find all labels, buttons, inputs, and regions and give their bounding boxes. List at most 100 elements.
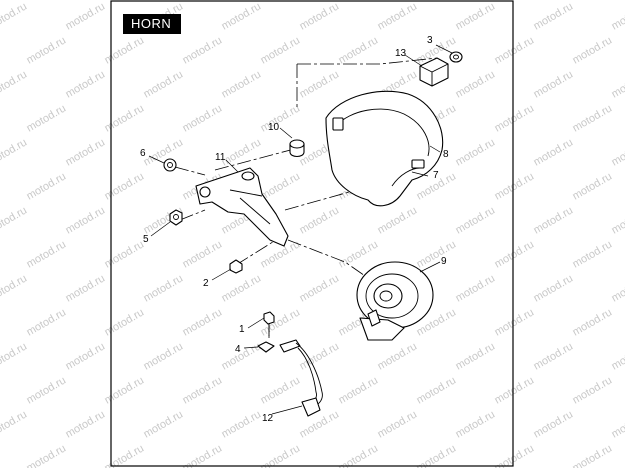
- watermark-text: motod.ru: [0, 68, 29, 100]
- watermark-text: motod.ru: [103, 374, 147, 406]
- watermark-text: motod.ru: [259, 374, 303, 406]
- part-2-screw: [229, 259, 243, 274]
- watermark-text: motod.ru: [337, 442, 381, 468]
- watermark-text: motod.ru: [610, 0, 625, 32]
- watermark-text: motod.ru: [415, 374, 459, 406]
- watermark-text: motod.ru: [298, 340, 342, 372]
- callout-11: 11: [215, 152, 226, 163]
- part-9-horn: [356, 261, 434, 341]
- watermark-text: motod.ru: [181, 238, 225, 270]
- watermark-text: motod.ru: [220, 408, 264, 440]
- part-5-nut: [169, 209, 183, 226]
- watermark-text: motod.ru: [64, 408, 108, 440]
- watermark-text: motod.ru: [103, 306, 147, 338]
- watermark-text: motod.ru: [454, 272, 498, 304]
- watermark-text: motod.ru: [220, 340, 264, 372]
- watermark-text: motod.ru: [298, 408, 342, 440]
- watermark-text: motod.ru: [454, 408, 498, 440]
- watermark-text: motod.ru: [259, 34, 303, 66]
- watermark-text: motod.ru: [142, 68, 186, 100]
- watermark-text: motod.ru: [337, 238, 381, 270]
- watermark-text: motod.ru: [571, 238, 615, 270]
- watermark-text: motod.ru: [259, 102, 303, 134]
- watermark-text: motod.ru: [532, 136, 576, 168]
- watermark-text: motod.ru: [454, 340, 498, 372]
- callout-labels: 3 13 10 6 11 5 2 8 7 9 1 4 12: [140, 35, 449, 424]
- watermark-text: motod.ru: [337, 374, 381, 406]
- callout-13: 13: [395, 48, 407, 59]
- watermark-text: motod.ru: [0, 136, 29, 168]
- callout-12: 12: [262, 413, 274, 424]
- watermark-text: motod.ru: [64, 340, 108, 372]
- watermark-text: motod.ru: [376, 408, 420, 440]
- part-13-bushing: [419, 57, 449, 87]
- watermark-text: motod.ru: [103, 442, 147, 468]
- diagram-border: [110, 0, 514, 467]
- watermark-text: motod.ru: [64, 68, 108, 100]
- watermark-text: motod.ru: [532, 408, 576, 440]
- watermark-text: motod.ru: [532, 0, 576, 32]
- callout-1: 1: [239, 324, 245, 335]
- watermark-text: motod.ru: [0, 204, 29, 236]
- callout-7: 7: [433, 170, 439, 181]
- watermark-text: motod.ru: [610, 272, 625, 304]
- watermark-text: motod.ru: [142, 272, 186, 304]
- watermark-text: motod.ru: [64, 272, 108, 304]
- watermark-text: motod.ru: [220, 68, 264, 100]
- watermark-text: motod.ru: [298, 272, 342, 304]
- callout-10: 10: [268, 122, 280, 133]
- watermark-text: motod.ru: [25, 102, 69, 134]
- watermark-text: motod.ru: [103, 170, 147, 202]
- watermark-text: motod.ru: [220, 272, 264, 304]
- callout-8: 8: [443, 149, 449, 160]
- watermark-text: motod.ru: [298, 204, 342, 236]
- watermark-text: motod.ru: [532, 68, 576, 100]
- watermark-text: motod.ru: [532, 340, 576, 372]
- part-3-nut: [449, 51, 463, 63]
- part-1-screw: [263, 311, 275, 336]
- watermark-text: motod.ru: [181, 102, 225, 134]
- watermark-text: motod.ru: [571, 34, 615, 66]
- watermark-text: motod.ru: [220, 0, 264, 32]
- watermark-text: motod.ru: [25, 306, 69, 338]
- watermark-text: motod.ru: [493, 34, 537, 66]
- watermark-text: motod.ru: [376, 0, 420, 32]
- watermark-text: motod.ru: [220, 136, 264, 168]
- watermark-text: motod.ru: [532, 272, 576, 304]
- watermark-text: motod.ru: [181, 374, 225, 406]
- watermark-text: motod.ru: [142, 136, 186, 168]
- watermark-text: motod.ru: [493, 306, 537, 338]
- watermark-text: motod.ru: [64, 204, 108, 236]
- leader-lines: [148, 44, 453, 415]
- watermark-text: motod.ru: [454, 136, 498, 168]
- watermark-text: motod.ru: [298, 68, 342, 100]
- part-11-bracket: [195, 167, 289, 247]
- watermark-text: motod.ru: [0, 0, 29, 32]
- watermark-text: motod.ru: [103, 238, 147, 270]
- watermark-text: motod.ru: [142, 408, 186, 440]
- watermark-text: motod.ru: [64, 136, 108, 168]
- watermark-text: motod.ru: [493, 238, 537, 270]
- watermark-text: motod.ru: [493, 170, 537, 202]
- watermark-text: motod.ru: [610, 204, 625, 236]
- watermark-text: motod.ru: [0, 408, 29, 440]
- watermark-text: motod.ru: [0, 272, 29, 304]
- watermark-text: motod.ru: [103, 102, 147, 134]
- callout-6: 6: [140, 148, 146, 159]
- watermark-text: motod.ru: [571, 374, 615, 406]
- watermark-text: motod.ru: [415, 238, 459, 270]
- part-10-spacer: [289, 139, 305, 158]
- watermark-text: motod.ru: [25, 238, 69, 270]
- watermark-text: motod.ru: [64, 0, 108, 32]
- watermark-text: motod.ru: [493, 442, 537, 468]
- watermark-text: motod.ru: [181, 34, 225, 66]
- callout-5: 5: [143, 234, 149, 245]
- callout-9: 9: [441, 256, 447, 267]
- part-12-wire: [279, 339, 323, 417]
- watermark-text: motod.ru: [571, 102, 615, 134]
- watermark-text: motod.ru: [415, 442, 459, 468]
- part-4-washer: [257, 341, 275, 353]
- watermark-text: motod.ru: [454, 204, 498, 236]
